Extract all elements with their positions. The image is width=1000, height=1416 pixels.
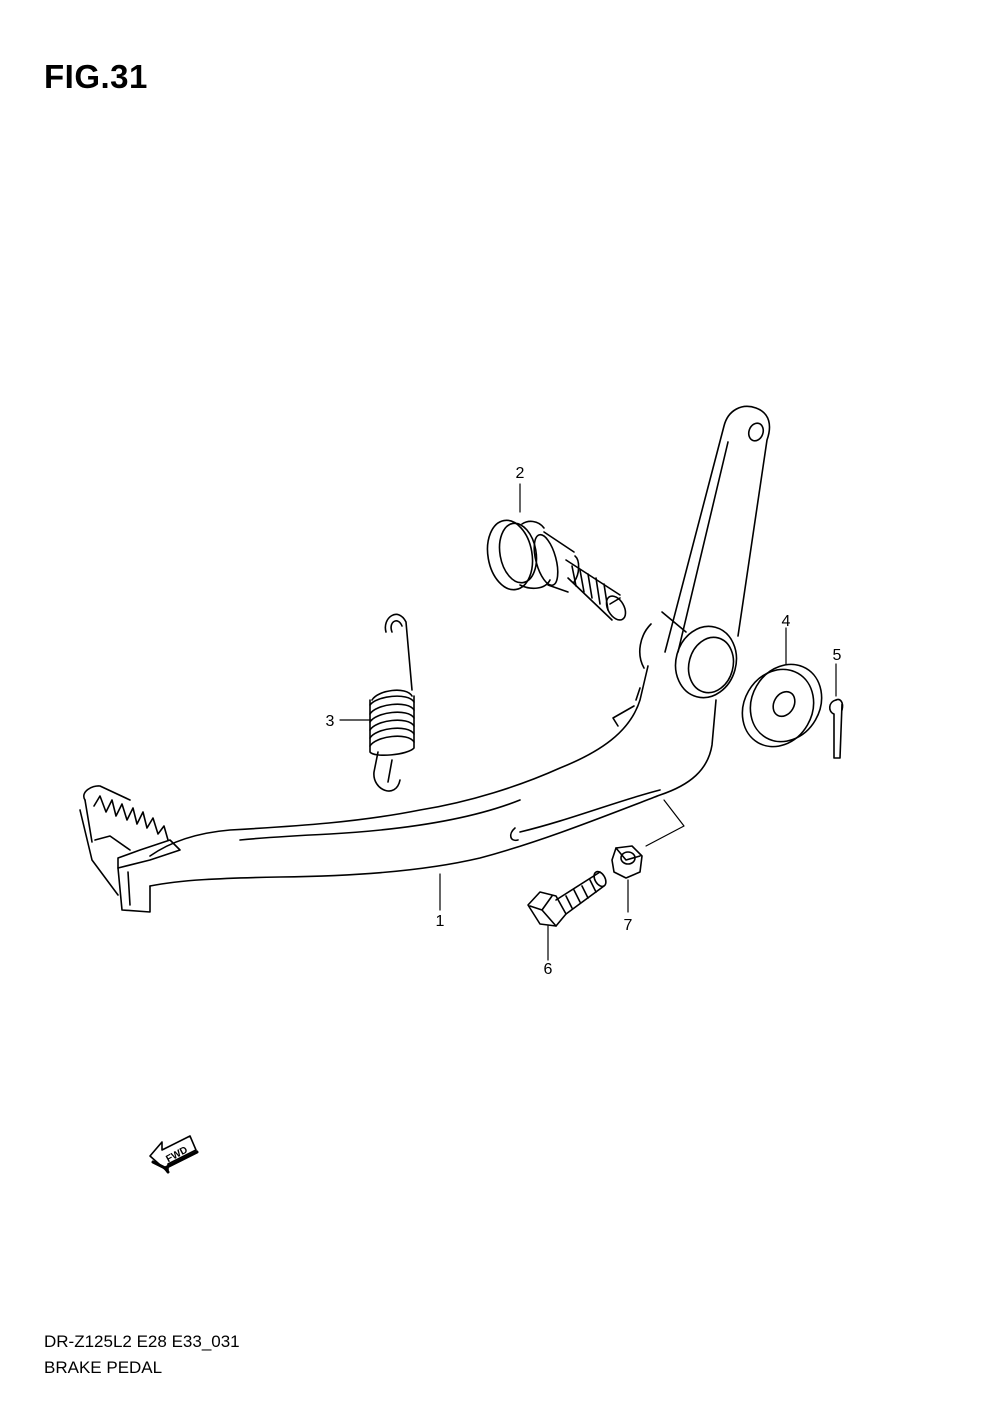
nut-part [611, 845, 643, 879]
callout-5: 5 [833, 647, 842, 664]
callout-7: 7 [624, 917, 633, 934]
return-spring-part [369, 613, 415, 792]
pedal-shaft-part [486, 519, 627, 621]
callout-1: 1 [436, 913, 445, 930]
fwd-arrow-icon: FWD [149, 1135, 199, 1174]
leader-lines [339, 483, 837, 961]
callout-6: 6 [544, 961, 553, 978]
drawing-code: DR-Z125L2 E28 E33_031 [44, 1332, 240, 1351]
callout-2: 2 [516, 465, 525, 482]
cotter-pin-part [828, 698, 844, 759]
callout-4: 4 [782, 613, 791, 630]
bolt-part [527, 870, 607, 927]
diagram-name: BRAKE PEDAL [44, 1358, 163, 1377]
washer-part [741, 663, 823, 748]
callout-3: 3 [326, 713, 335, 730]
brake-pedal-part [79, 405, 771, 913]
figure-title: FIG.31 [44, 58, 148, 95]
